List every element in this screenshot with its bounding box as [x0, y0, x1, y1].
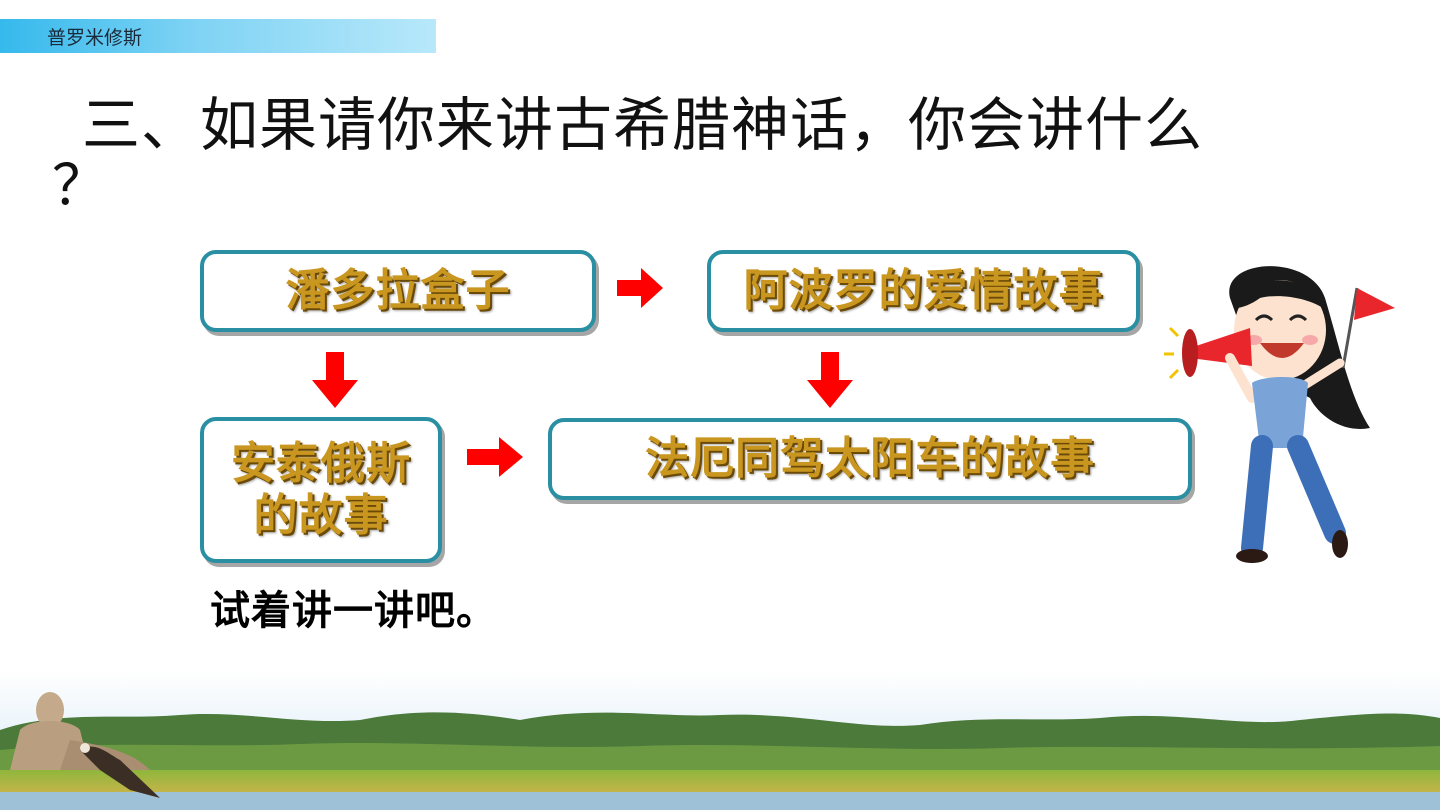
arrow-right-icon [467, 437, 525, 477]
title-line-1: 三、如果请你来讲古希腊神话，你会讲什么 [52, 82, 1352, 168]
girl-megaphone-illustration [1160, 258, 1400, 566]
arrow-right-icon [617, 268, 665, 308]
arrow-down-icon [312, 352, 358, 408]
instruction-text: 试着讲一讲吧。 [210, 578, 497, 636]
landscape-footer-image [0, 670, 1440, 810]
flow-box-label: 阿波罗的爱情故事 [744, 265, 1104, 317]
flow-box-label: 法厄同驾太阳车的故事 [645, 433, 1095, 485]
flow-box-antaeus: 安泰俄斯的故事 [200, 417, 442, 563]
title-line-2: ？ [52, 162, 1352, 212]
top-banner: 普罗米修斯 [0, 19, 436, 53]
flow-box-label: 潘多拉盒子 [286, 265, 511, 317]
banner-label: 普罗米修斯 [47, 23, 142, 50]
arrow-down-icon [807, 352, 853, 408]
flow-box-apollo: 阿波罗的爱情故事 [707, 250, 1140, 332]
flow-box-pandora: 潘多拉盒子 [200, 250, 596, 332]
flow-box-phaethon: 法厄同驾太阳车的故事 [548, 418, 1192, 500]
flow-box-label: 安泰俄斯的故事 [221, 438, 421, 542]
page-title: 三、如果请你来讲古希腊神话，你会讲什么 ？ [52, 82, 1352, 212]
